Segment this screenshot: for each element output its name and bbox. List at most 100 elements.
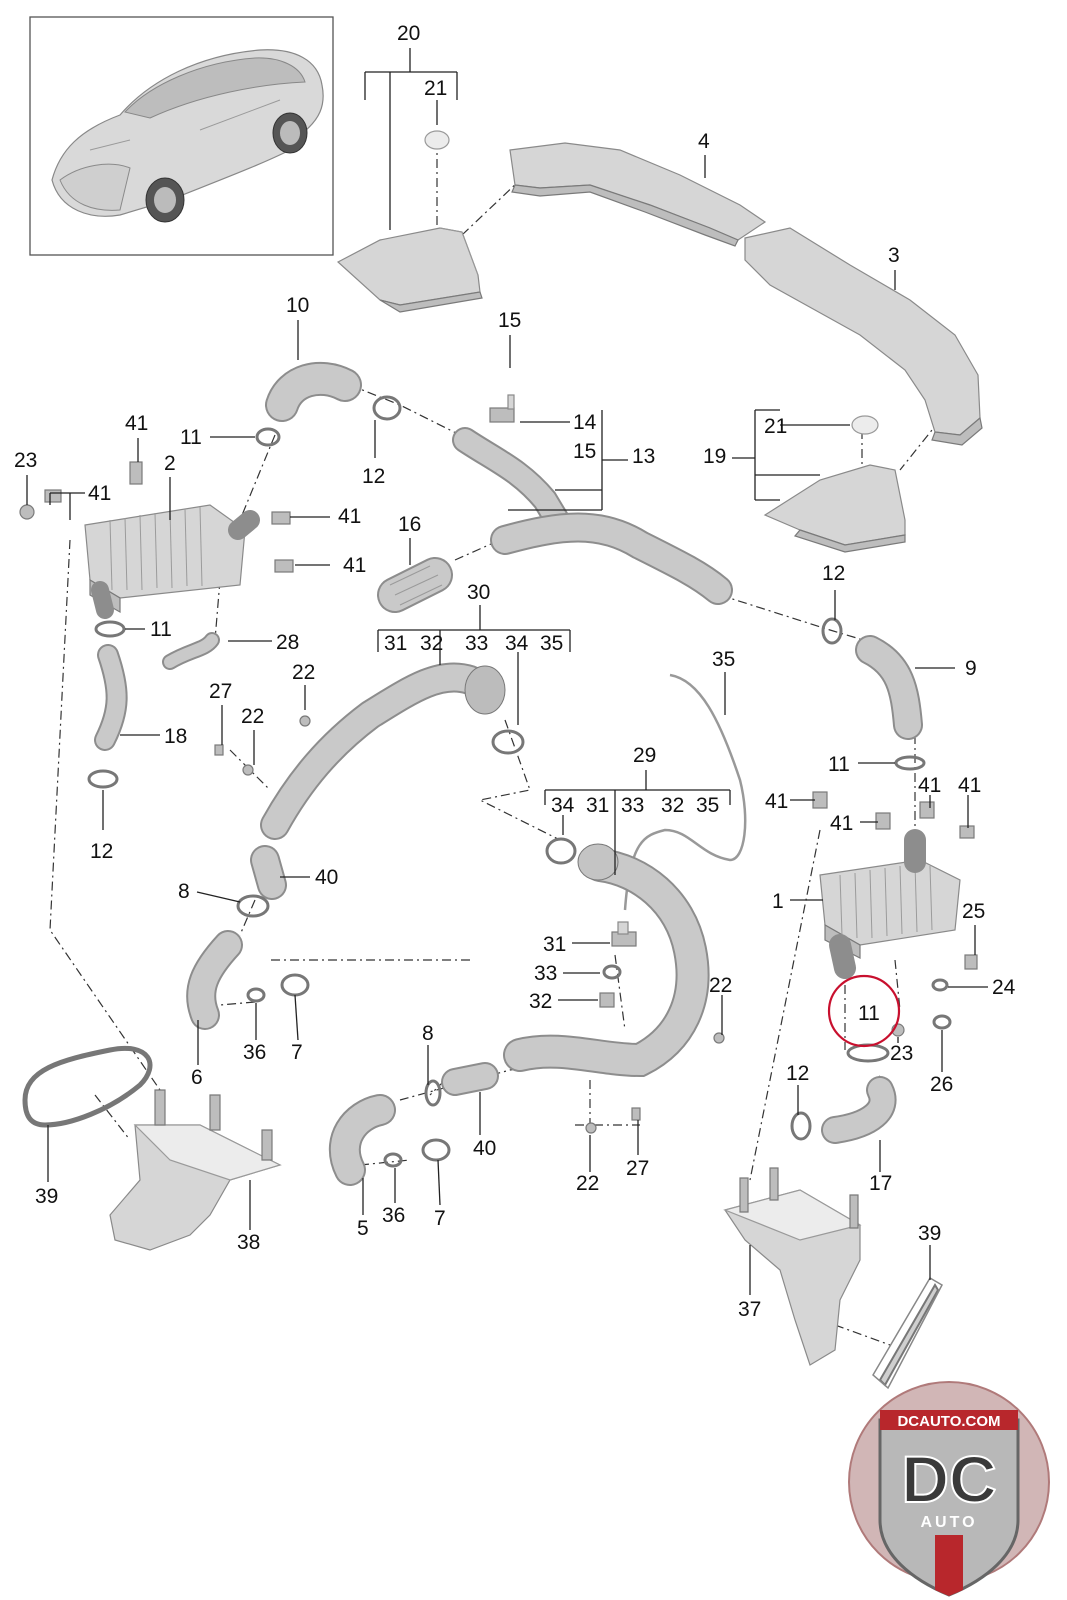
- part-18-hose: [94, 644, 128, 751]
- callout-11: 11: [828, 753, 850, 776]
- part-29-charge-pipe: [503, 843, 710, 1078]
- part-30-charge-pipe: [260, 662, 506, 840]
- part-7-clamp-a: [280, 973, 310, 997]
- callout-32: 32: [529, 990, 552, 1013]
- callout-21: 21: [764, 415, 787, 438]
- part-32-nut: [599, 992, 615, 1008]
- car-image: [51, 49, 324, 223]
- callout-8: 8: [422, 1022, 434, 1045]
- callout-15: 15: [498, 309, 521, 332]
- callout-39: 39: [35, 1185, 58, 1208]
- callout-labels: 20 21 4 3 10 15 14 15 13 21 19 41 11 12 …: [14, 22, 1016, 1321]
- part-41-brackets: [44, 461, 975, 839]
- callout-27: 27: [626, 1157, 649, 1180]
- part-12-clamp-a: [372, 395, 402, 421]
- callout-41: 41: [918, 774, 941, 797]
- part-11-clamp-d: [846, 1043, 890, 1063]
- callout-41: 41: [125, 412, 148, 435]
- part-5-elbow: [328, 1094, 396, 1186]
- part-22-plug-a: [299, 715, 311, 727]
- callout-7: 7: [434, 1207, 446, 1230]
- intercooler-left-fins: [109, 506, 203, 591]
- part-11-clamp-b: [94, 620, 126, 638]
- callout-37: 37: [738, 1298, 761, 1321]
- callout-12: 12: [362, 465, 385, 488]
- callout-23: 23: [14, 449, 37, 472]
- part-23-nut-left: [19, 504, 35, 520]
- watermark-domain: DCAUTO.COM: [897, 1413, 1000, 1430]
- callout-41: 41: [343, 554, 366, 577]
- callout-20: 20: [397, 22, 420, 45]
- part-12-clamp-b: [821, 617, 843, 645]
- callout-25: 25: [962, 900, 985, 923]
- callout-13: 13: [632, 445, 655, 468]
- part-21-cap-right: [851, 415, 879, 435]
- part-22-plug-b: [242, 764, 254, 776]
- part-26-ring: [932, 1014, 952, 1030]
- callout-38: 38: [237, 1231, 260, 1254]
- callout-30: 30: [467, 581, 490, 604]
- part-36-ring-a: [246, 987, 266, 1003]
- part-19-air-bracket: [763, 464, 906, 553]
- callout-6: 6: [191, 1066, 203, 1089]
- callout-22: 22: [709, 974, 732, 997]
- part-35-vent-line: [623, 673, 747, 911]
- callout-35: 35: [712, 648, 735, 671]
- callout-32: 32: [661, 794, 684, 817]
- part-13-y-pipe: [452, 427, 733, 605]
- callout-39: 39: [918, 1222, 941, 1245]
- leader-lines: [26, 48, 988, 1295]
- part-10-charge-hose: [265, 361, 362, 422]
- part-3-air-duct: [744, 227, 983, 446]
- highlight-circle: [827, 974, 901, 1048]
- part-4-air-duct: [509, 142, 767, 247]
- part-39-gasket-right: [872, 1276, 943, 1390]
- part-25-bracket: [964, 954, 978, 970]
- part-1-intercooler-right: [819, 829, 961, 979]
- callout-16: 16: [398, 513, 421, 536]
- part-11-clamp-a: [255, 427, 281, 447]
- part-34-clamp-b: [545, 837, 577, 865]
- callout-31: 31: [543, 933, 566, 956]
- callout-35: 35: [696, 794, 719, 817]
- callout-11-highlighted: 11: [858, 1002, 880, 1025]
- part-37-air-duct-right: [723, 1167, 862, 1366]
- part-27-clip-a: [214, 744, 224, 756]
- part-21-cap-top: [424, 130, 450, 150]
- watermark-initials: DC: [901, 1442, 996, 1516]
- dcauto-watermark: DCAUTO.COM DC AUTO: [848, 1381, 1050, 1597]
- callout-41: 41: [338, 505, 361, 528]
- callout-40: 40: [473, 1137, 496, 1160]
- part-22-plug-d: [585, 1122, 597, 1134]
- callout-12: 12: [822, 562, 845, 585]
- part-14-sensor: [489, 394, 515, 423]
- callout-3: 3: [888, 244, 900, 267]
- callout-10: 10: [286, 294, 309, 317]
- callout-34: 34: [505, 632, 529, 655]
- callout-40: 40: [315, 866, 338, 889]
- callout-41: 41: [830, 812, 853, 835]
- callout-7: 7: [291, 1041, 303, 1064]
- callout-33: 33: [621, 794, 644, 817]
- callout-33: 33: [534, 962, 557, 985]
- part-33-ring-b: [602, 964, 622, 980]
- vehicle-thumbnail: [29, 16, 334, 256]
- part-36-ring-b: [383, 1152, 403, 1168]
- part-40-sleeve-b: [441, 1062, 499, 1096]
- part-38-air-duct-left: [109, 1089, 282, 1251]
- part-8-clamp-a: [236, 894, 270, 918]
- callout-5: 5: [357, 1217, 369, 1240]
- callout-11: 11: [180, 426, 202, 449]
- callout-26: 26: [930, 1073, 953, 1096]
- callout-22: 22: [241, 705, 264, 728]
- callout-24: 24: [992, 976, 1016, 999]
- callout-29: 29: [633, 744, 656, 767]
- callout-22: 22: [576, 1172, 599, 1195]
- callout-21: 21: [424, 77, 447, 100]
- callout-1: 1: [772, 890, 784, 913]
- part-20-air-bracket: [336, 227, 483, 313]
- part-2-intercooler-left: [84, 504, 260, 619]
- watermark-word: AUTO: [920, 1514, 977, 1531]
- callout-31: 31: [384, 632, 407, 655]
- callout-9: 9: [965, 657, 977, 680]
